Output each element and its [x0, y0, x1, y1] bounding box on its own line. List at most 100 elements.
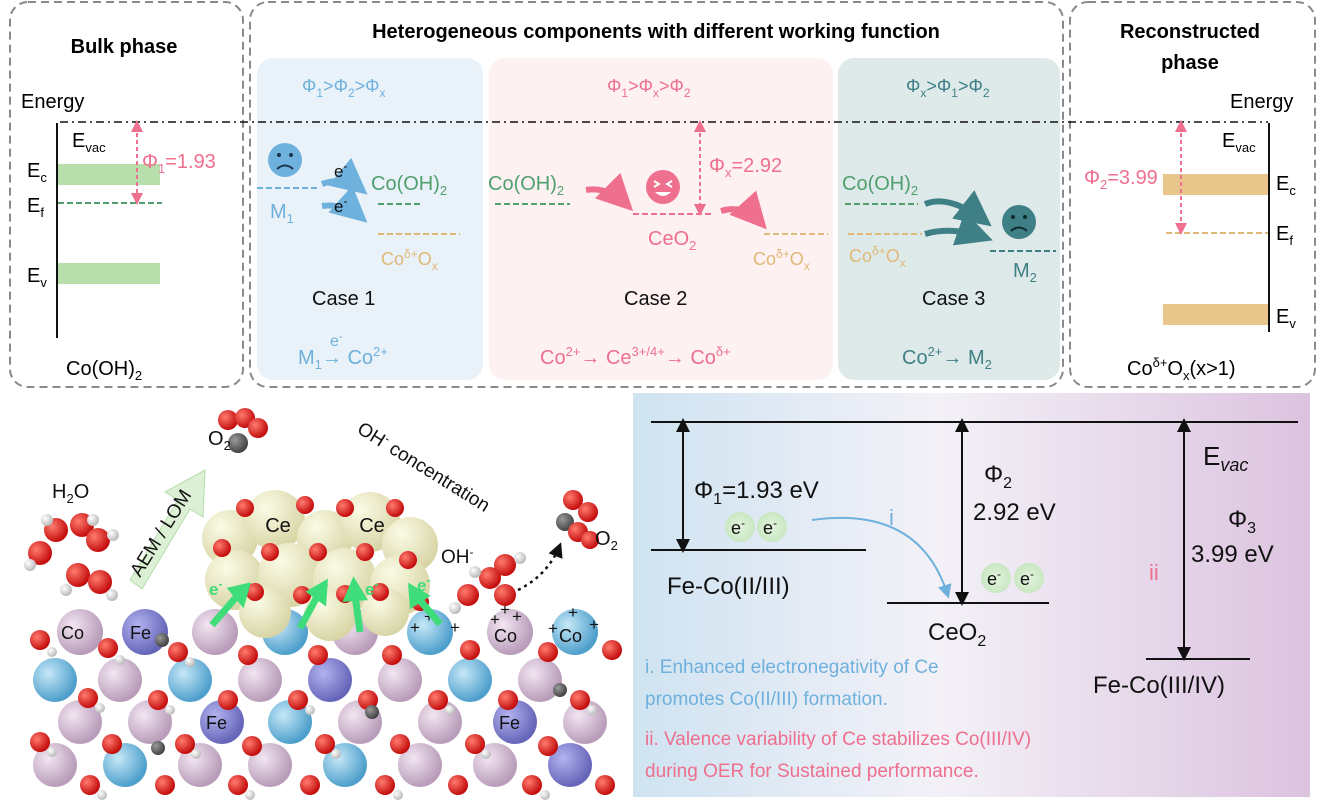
recon-energy-label: Energy	[1230, 91, 1293, 113]
electron-bubble-4	[1014, 563, 1044, 593]
case3-rxn: Co2+→ M2	[902, 344, 992, 372]
h2o-label: H2O	[52, 481, 89, 506]
o2-molecule-right	[556, 490, 599, 549]
evac-label: Evac	[1203, 441, 1248, 475]
case1-electron-arrow-2	[321, 185, 368, 223]
aem-lom-arrow: AEM / LOM	[126, 469, 206, 590]
svg-text:+: +	[500, 600, 510, 619]
note-2-line-2: during OER for Sustained performance.	[645, 761, 979, 782]
case3-label: Case 3	[922, 288, 985, 310]
case1-e-2: e-	[334, 194, 347, 216]
note-1-line-1: i. Enhanced electronegativity of Ce	[645, 657, 939, 678]
case2-coox: Coδ+Ox	[753, 247, 810, 273]
positive-charges: ++ ++ ++ ++ +	[410, 600, 599, 638]
case2-label: Case 2	[624, 288, 687, 310]
transfer-arrow-i	[811, 516, 952, 599]
recon-evac: Evac	[1222, 130, 1256, 155]
co-label-1: Co	[61, 623, 84, 643]
ceo2-label: CeO2	[928, 619, 986, 650]
electron-bubble-1	[725, 512, 755, 542]
svg-text:+: +	[589, 615, 599, 634]
case1: Φ1>Φ2>Φx M1 e- e- Co(OH)2 Coδ+Ox Case 1 …	[257, 76, 460, 372]
case2-rxn: Co2+→ Ce3+/4+→ Coδ+	[540, 344, 731, 369]
case2-electron-arrow-1	[585, 172, 634, 212]
phi3-val: 3.99 eV	[1191, 541, 1274, 568]
e-1: e-	[731, 516, 745, 538]
case3-order: Φx>Φ1>Φ2	[906, 76, 990, 100]
hetero-title: Heterogeneous components with different …	[372, 21, 940, 43]
case1-coox: Coδ+Ox	[381, 247, 438, 273]
recon-ef: Ef	[1276, 223, 1293, 248]
case1-m1: M1	[270, 201, 294, 226]
sad-face-icon-2	[1002, 205, 1036, 239]
o2-right-label: O2	[595, 528, 618, 553]
e-green-4: e-	[417, 573, 430, 595]
recon-bottom-label: Coδ+Ox(x>1)	[1127, 355, 1236, 383]
bulk-valence-band	[58, 263, 160, 284]
note-1-line-2: promotes Co(II/III) formation.	[645, 689, 888, 710]
case1-label: Case 1	[312, 288, 375, 310]
bulk-ef: Ef	[27, 195, 44, 220]
electron-transfer-arrows	[209, 576, 443, 633]
bulk-bottom-label: Co(OH)2	[66, 358, 142, 383]
oh-label: OH-	[441, 545, 474, 568]
bulk-phase-panel: Bulk phase Energy Evac Ec Ef Ev Φ1=1.93 …	[21, 36, 216, 383]
recon-ev: Ev	[1276, 306, 1296, 331]
e-4: e-	[1020, 567, 1034, 589]
dotted-release-arrow	[517, 542, 563, 592]
phi2-sym: Φ2	[984, 461, 1012, 492]
fe-label-3: Fe	[499, 713, 520, 733]
o2-molecule-top	[218, 408, 268, 453]
label-ii: ii	[1149, 560, 1159, 585]
case1-rxn-e: e-	[330, 331, 343, 350]
case3-m2: M2	[1013, 260, 1037, 285]
hetero-panel: Heterogeneous components with different …	[257, 21, 1056, 372]
e-3: e-	[987, 567, 1001, 589]
bulk-ev: Ev	[27, 265, 47, 290]
phi2-val: 2.92 eV	[973, 499, 1056, 526]
svg-text:+: +	[568, 603, 578, 622]
aem-lom-label: AEM / LOM	[126, 486, 196, 580]
recon-valence-band	[1163, 304, 1268, 325]
co-label-2: Co	[494, 626, 517, 646]
ceo2-cluster: Ce Ce	[202, 490, 438, 641]
recon-title-1: Reconstructed	[1120, 21, 1260, 43]
e-green-3: e-	[365, 577, 378, 599]
energy-diagram-bg	[633, 393, 1310, 797]
oh-species	[449, 552, 526, 614]
svg-text:+: +	[490, 610, 500, 629]
fe-label-1: Fe	[130, 623, 151, 643]
water-molecules	[24, 513, 119, 601]
co-label-3: Co	[559, 626, 582, 646]
case2: Φ1>Φx>Φ2 Co(OH)2 CeO2 Φx=2.92 Coδ+Ox Cas…	[488, 76, 828, 369]
ce-label-1: Ce	[265, 515, 291, 537]
e-green-1: e-	[209, 577, 222, 599]
fe-label-2: Fe	[206, 713, 227, 733]
case3-cooh: Co(OH)2	[842, 173, 918, 198]
svg-text:+: +	[450, 618, 460, 637]
panel-frames	[9, 1, 1316, 388]
svg-text:+: +	[512, 607, 522, 626]
case1-order: Φ1>Φ2>Φx	[302, 76, 386, 100]
feco34-label: Fe-Co(III/IV)	[1093, 672, 1225, 699]
note-2-line-1: ii. Valence variability of Ce stabilizes…	[645, 729, 1031, 750]
case2-phix: Φx=2.92	[709, 155, 782, 180]
bulk-evac: Evac	[72, 130, 106, 155]
case1-rxn: M1→ Co2+	[298, 344, 388, 372]
case3-coox: Coδ+Ox	[849, 244, 906, 270]
recon-ec: Ec	[1276, 173, 1296, 198]
case2-ceo2: CeO2	[648, 228, 696, 253]
electron-bubble-3	[981, 563, 1011, 593]
label-i: i	[889, 505, 894, 530]
case3-electron-arrow-2	[924, 211, 993, 246]
case3: Φx>Φ1>Φ2 Co(OH)2 Coδ+Ox M2 Case 3 Co2+→ …	[842, 76, 1056, 372]
recon-title-2: phase	[1161, 52, 1219, 74]
bulk-title: Bulk phase	[71, 36, 178, 58]
recon-phase-panel: Reconstructed phase Energy Evac Ec Ef Ev…	[1084, 21, 1296, 383]
sad-face-icon	[268, 143, 302, 177]
bulk-ec: Ec	[27, 160, 47, 185]
case2-electron-arrow-2	[720, 190, 767, 230]
phi1-label: Φ1=1.93 eV	[694, 477, 819, 508]
lattice	[30, 609, 622, 800]
